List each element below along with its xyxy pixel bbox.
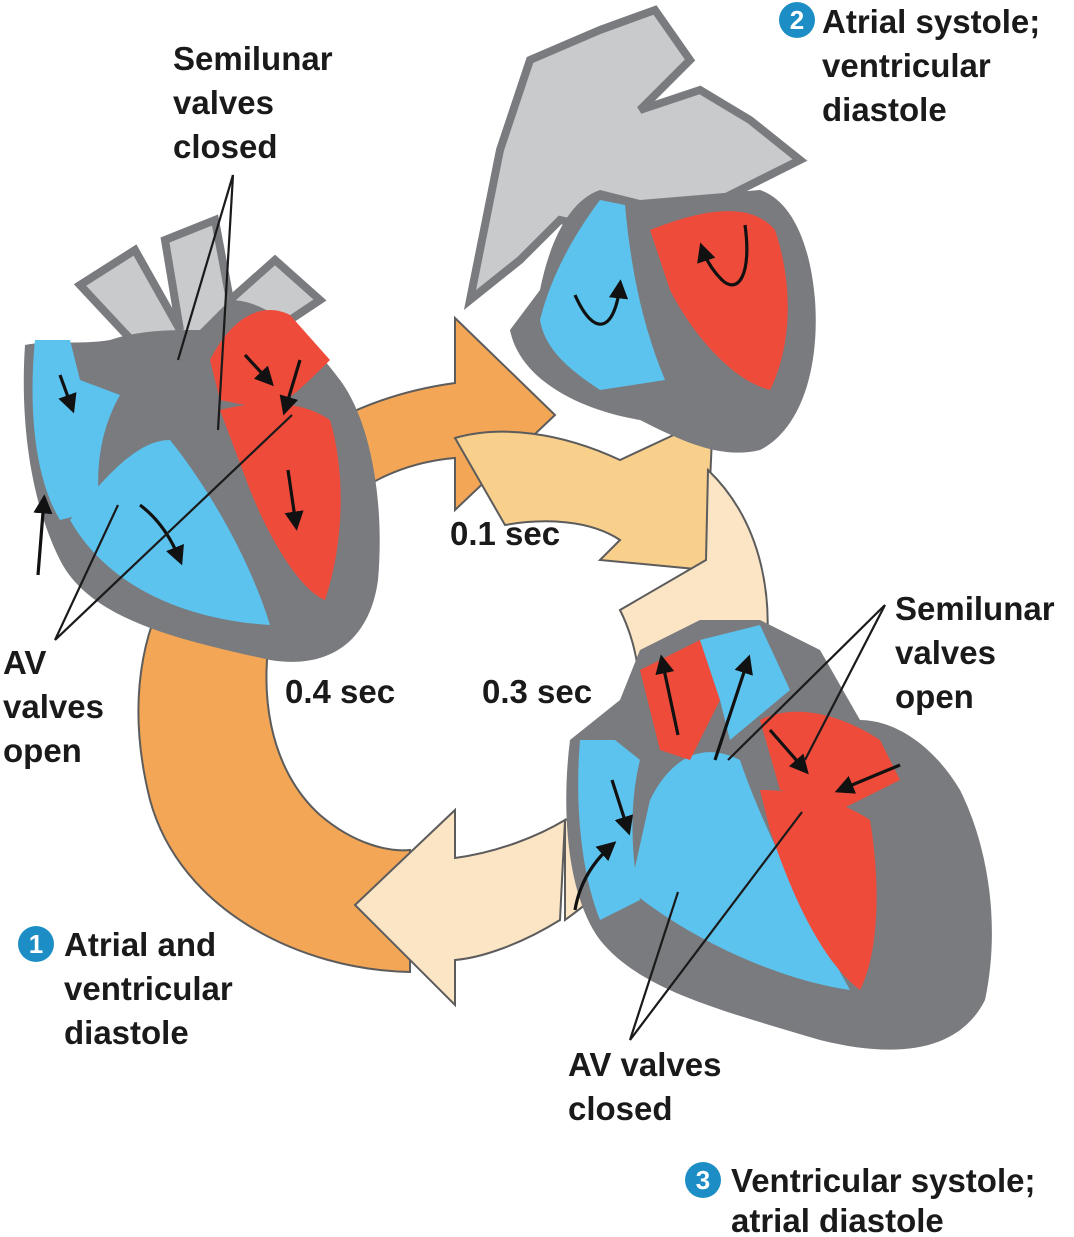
- label-line: open: [3, 732, 82, 769]
- heart-1-right-atrium: [32, 340, 120, 520]
- label-line: ventricular: [64, 970, 233, 1007]
- flow-arrow: [33, 494, 53, 576]
- step-3-badge: [685, 1162, 721, 1198]
- step-2-label: 2 Atrial systole; ventricular diastole: [779, 2, 1040, 128]
- heart-3-left-ventricle: [760, 790, 877, 990]
- label-line: closed: [173, 128, 278, 165]
- label-line: diastole: [64, 1014, 189, 1051]
- label-line: diastole: [822, 91, 947, 128]
- flow-arrow: [284, 469, 304, 531]
- annotation-semilunar-closed: Semilunar valves closed: [173, 40, 333, 165]
- label-line: Atrial systole;: [822, 3, 1040, 40]
- flow-arrow: [58, 374, 77, 414]
- flow-arrow: [610, 779, 634, 836]
- heart-2-right-atrium: [540, 200, 665, 390]
- heart-3-right-atrium: [578, 740, 640, 920]
- label-line: AV: [3, 644, 46, 681]
- step-3-label: 3 Ventricular systole; atrial diastole: [685, 1162, 1035, 1237]
- heart-step-1: [23, 214, 380, 662]
- flow-arrow: [573, 841, 617, 911]
- heart-step-2: [463, 5, 816, 453]
- label-line: ventricular: [822, 47, 991, 84]
- label-line: closed: [568, 1090, 673, 1127]
- label-line: Semilunar: [173, 40, 333, 77]
- flow-arrow: [655, 654, 680, 736]
- flow-arrow: [573, 279, 629, 326]
- heart-3-aorta: [700, 625, 790, 740]
- duration-phase-1: 0.4 sec: [285, 673, 395, 710]
- flow-arrow: [713, 654, 753, 761]
- step-1-label: 1 Atrial and ventricular diastole: [18, 926, 233, 1051]
- label-line: atrial diastole: [731, 1202, 944, 1237]
- flow-arrow: [834, 763, 901, 794]
- annotation-av-open: AV valves open: [3, 644, 104, 769]
- duration-phase-3: 0.3 sec: [482, 673, 592, 710]
- duration-labels: 0.1 sec 0.4 sec 0.3 sec: [285, 515, 592, 710]
- label-line: valves: [895, 634, 996, 671]
- label-line: valves: [3, 688, 104, 725]
- step-3-number: 3: [696, 1165, 710, 1195]
- flow-arrow: [279, 359, 302, 416]
- label-line: AV valves: [568, 1046, 722, 1083]
- leader-lines: [54, 174, 886, 1041]
- heart-1-left-ventricle: [220, 403, 341, 600]
- label-line: Atrial and: [64, 926, 216, 963]
- annotation-semilunar-open: Semilunar valves open: [895, 590, 1055, 715]
- step-2-number: 2: [790, 5, 804, 35]
- flow-arrow: [697, 224, 749, 287]
- label-line: Ventricular systole;: [731, 1162, 1035, 1199]
- heart-2-left-ventricle: [650, 211, 788, 390]
- step-1-badge: [18, 926, 54, 962]
- flow-arrow: [139, 503, 184, 566]
- heart-3-left-atrium: [760, 711, 900, 810]
- heart-3-right-ventricle: [630, 752, 850, 990]
- flow-arrow: [243, 353, 274, 387]
- duration-phase-2: 0.1 sec: [450, 515, 560, 552]
- step-1-number: 1: [29, 929, 43, 959]
- label-line: Semilunar: [895, 590, 1055, 627]
- phase-1-arrow: [137, 315, 557, 974]
- heart-step-3: [566, 620, 992, 1050]
- flow-arrow: [768, 728, 809, 775]
- heart-1-left-atrium: [210, 310, 330, 410]
- label-line: valves: [173, 84, 274, 121]
- heart-1-right-ventricle: [70, 440, 270, 625]
- label-line: open: [895, 678, 974, 715]
- annotation-av-closed: AV valves closed: [568, 1046, 722, 1127]
- step-2-badge: [779, 2, 815, 38]
